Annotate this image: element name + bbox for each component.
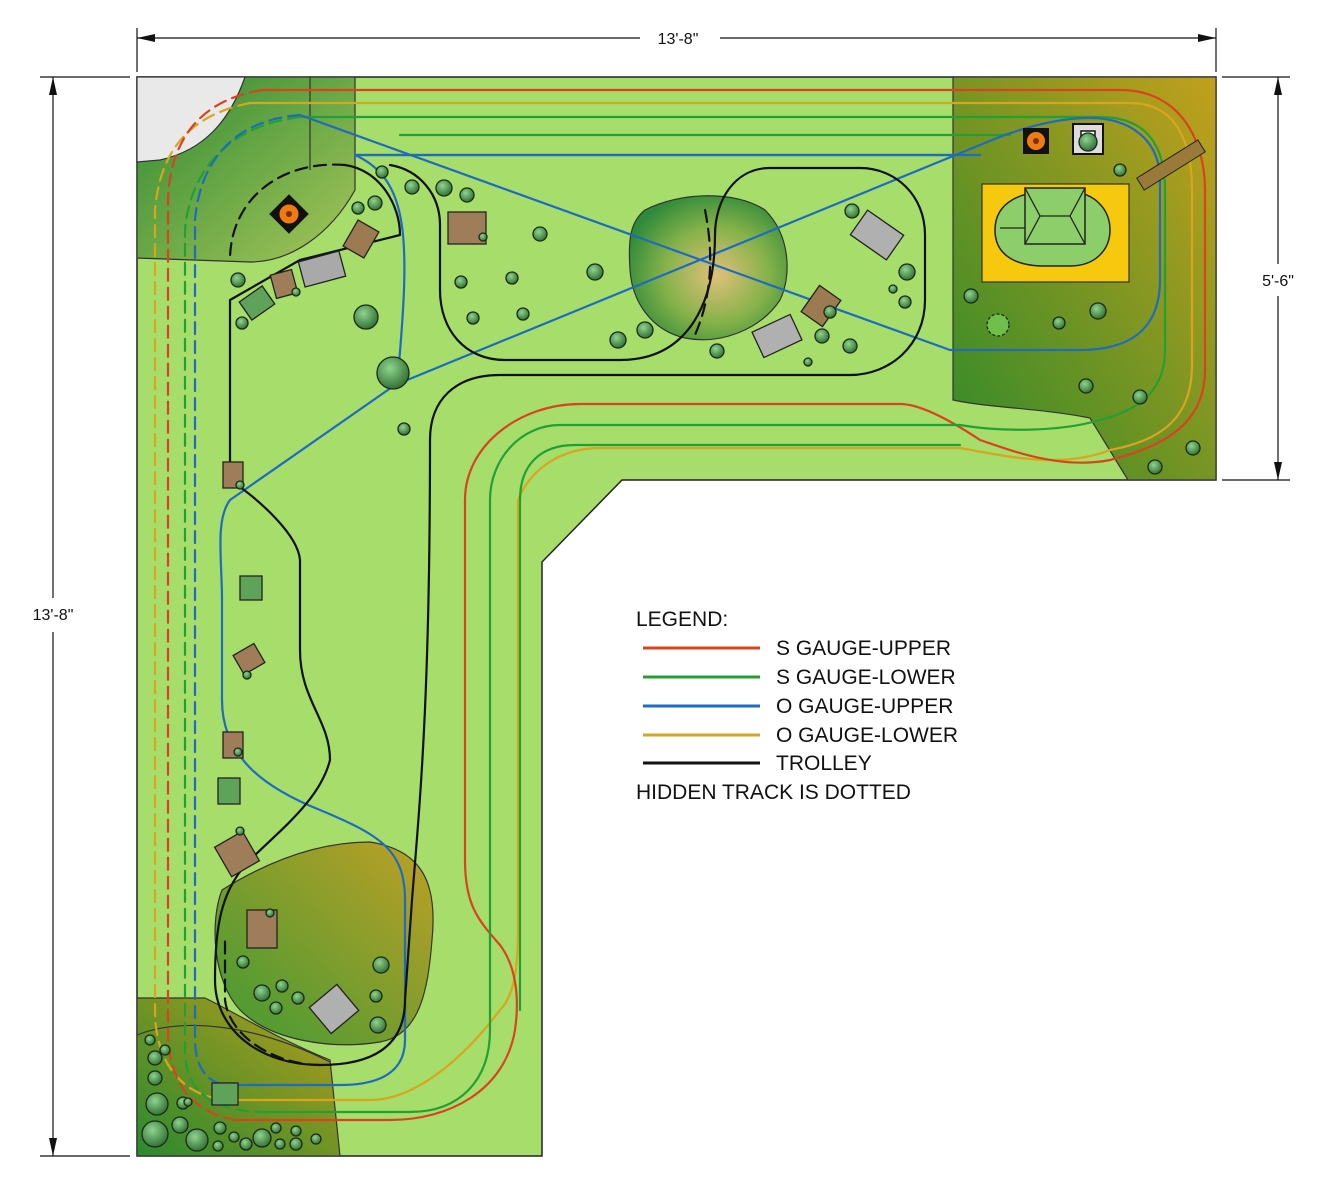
dimension-top-label: 13'-8" [658, 31, 699, 48]
turntable-top-right [1023, 128, 1049, 154]
dimension-right-label: 5'-6" [1262, 273, 1294, 290]
trees [141, 132, 1201, 1152]
legend-label-o-gauge-lower: O GAUGE-LOWER [776, 724, 958, 747]
legend-label-trolley: TROLLEY [776, 752, 872, 775]
terrain-bottom-left [136, 997, 341, 1157]
dimension-left: 13'-8" [33, 76, 130, 1157]
track-trolley [213, 163, 927, 1067]
dimension-top: 13'-8" [136, 28, 1217, 72]
mound-center [628, 195, 788, 341]
engine-house [994, 187, 1111, 267]
buildings-green [211, 285, 276, 1106]
legend-label-s-gauge-upper: S GAUGE-UPPER [776, 637, 951, 660]
grey-cutout [136, 76, 246, 163]
signal-bridge [1136, 139, 1206, 191]
dimension-left-label: 13'-8" [33, 607, 74, 624]
turntable-top-left [269, 194, 309, 234]
track-s-gauge-upper [166, 88, 1207, 1122]
track-o-gauge-lower [153, 101, 1194, 1102]
buildings-grey [297, 209, 905, 1035]
legend-note: HIDDEN TRACK IS DOTTED [636, 781, 911, 804]
dimension-right: 5'-6" [1222, 76, 1294, 481]
legend-label-s-gauge-lower: S GAUGE-LOWER [776, 666, 956, 689]
legend-title: LEGEND: [636, 608, 728, 631]
legend-label-o-gauge-upper: O GAUGE-UPPER [776, 695, 953, 718]
legend: LEGEND: S GAUGE-UPPER S GAUGE-LOWER O GA… [636, 608, 958, 804]
